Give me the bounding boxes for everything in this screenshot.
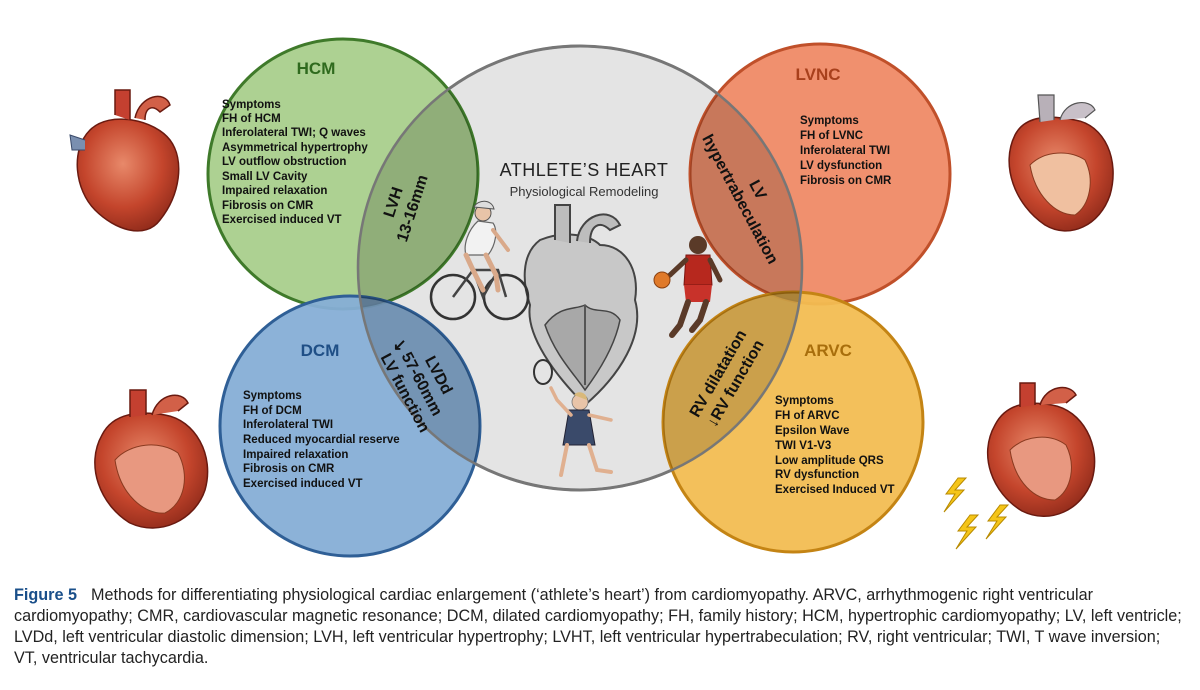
heart-illustration-icon — [523, 204, 639, 407]
list-item: Reduced myocardial reserve — [243, 434, 400, 446]
list-item: Fibrosis on CMR — [800, 175, 892, 187]
figure-label: Figure 5 — [14, 586, 77, 604]
heart-illustration-icon — [94, 389, 209, 529]
venn-diagram: ATHLETE’S HEART Physiological Remodeling… — [69, 37, 1114, 558]
center-title: ATHLETE’S HEART — [500, 160, 669, 180]
arvc-list: Symptoms FH of ARVC Epsilon Wave TWI V1-… — [775, 395, 895, 496]
dcm-circle — [218, 294, 482, 558]
list-item: Impaired relaxation — [222, 185, 327, 197]
dcm-overlap-region — [358, 296, 480, 490]
list-item: Inferolateral TWI; Q waves — [222, 127, 366, 139]
dcm-title: DCM — [301, 341, 340, 360]
arvc-circle — [661, 290, 925, 554]
list-item: Symptoms — [775, 395, 834, 407]
lvnc-title: LVNC — [795, 65, 840, 84]
list-item: FH of ARVC — [775, 410, 840, 422]
list-item: Inferolateral TWI — [243, 419, 333, 431]
list-item: Epsilon Wave — [775, 425, 849, 437]
list-item: FH of DCM — [243, 405, 302, 417]
list-item: Fibrosis on CMR — [222, 200, 314, 212]
list-item: FH of LVNC — [800, 130, 863, 142]
list-item: Exercised induced VT — [243, 478, 363, 490]
list-item: Symptoms — [800, 115, 859, 127]
list-item: LV outflow obstruction — [222, 156, 346, 168]
heart-illustration-icon — [986, 382, 1096, 517]
tennis-player-icon — [533, 359, 613, 477]
list-item: Asymmetrical hypertrophy — [222, 142, 368, 154]
list-item: TWI V1-V3 — [775, 440, 831, 452]
dcm-decrease-arrow: ↙ — [393, 337, 406, 354]
hcm-title: HCM — [297, 59, 336, 78]
hcm-list: Symptoms FH of HCM Inferolateral TWI; Q … — [222, 99, 368, 226]
heart-illustration-icon — [1008, 94, 1114, 232]
list-item: Exercised Induced VT — [775, 484, 895, 496]
dcm-list: Symptoms FH of DCM Inferolateral TWI Red… — [243, 390, 400, 490]
lvnc-list: Symptoms FH of LVNC Inferolateral TWI LV… — [800, 115, 892, 187]
list-item: Small LV Cavity — [222, 171, 308, 183]
list-item: Fibrosis on CMR — [243, 463, 335, 475]
list-item: Inferolateral TWI — [800, 145, 890, 157]
cyclist-icon — [429, 200, 530, 321]
list-item: Low amplitude QRS — [775, 455, 884, 467]
list-item: Symptoms — [222, 99, 281, 111]
list-item: Exercised induced VT — [222, 214, 342, 226]
list-item: RV dysfunction — [775, 469, 859, 481]
list-item: LV dysfunction — [800, 160, 882, 172]
center-subtitle: Physiological Remodeling — [510, 184, 659, 199]
basketball-player-icon — [653, 236, 723, 338]
list-item: FH of HCM — [222, 113, 281, 125]
list-item: Symptoms — [243, 390, 302, 402]
lightning-bolt-icon — [943, 477, 1010, 550]
caption-text: Methods for differentiating physiologica… — [14, 586, 1182, 667]
arvc-title: ARVC — [804, 341, 852, 360]
list-item: Impaired relaxation — [243, 449, 348, 461]
heart-illustration-icon — [69, 89, 180, 232]
